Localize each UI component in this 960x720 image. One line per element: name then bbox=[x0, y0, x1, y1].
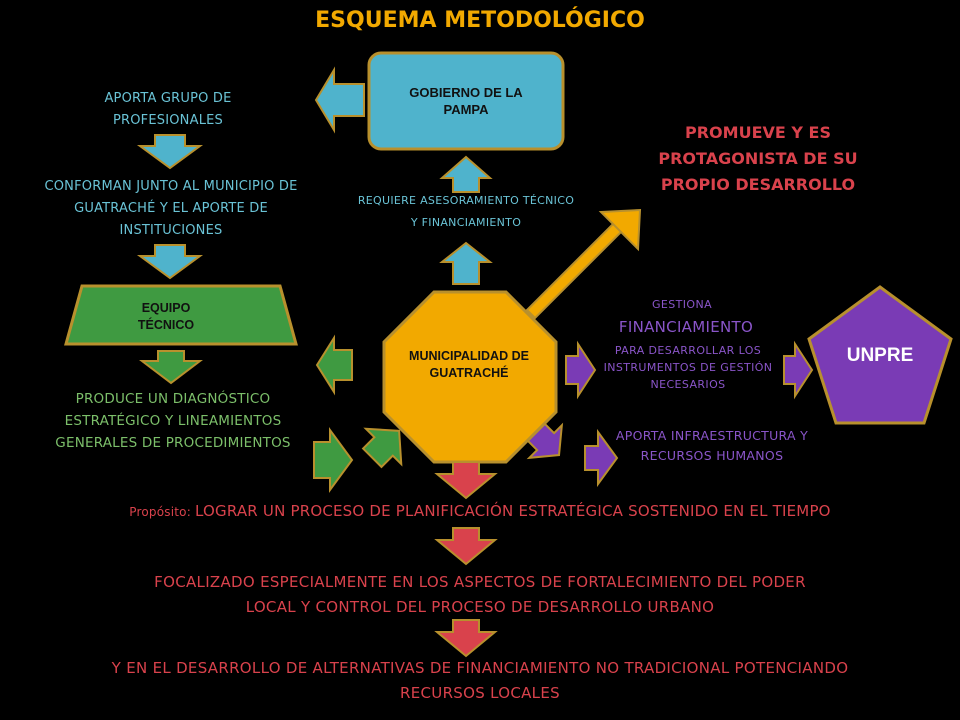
desarrollo-text: Y EN EL DESARROLLO DE ALTERNATIVAS DE FI… bbox=[111, 659, 849, 702]
focalizado-text: FOCALIZADO ESPECIALMENTE EN LOS ASPECTOS… bbox=[154, 573, 806, 616]
conforman-text: CONFORMAN JUNTO AL MUNICIPIO DE GUATRACH… bbox=[44, 179, 298, 238]
aporta-grupo-text: APORTA GRUPO DE PROFESIONALES bbox=[104, 91, 232, 128]
green-arrow-left bbox=[315, 334, 353, 396]
para-desarrollar-text: PARA DESARROLLAR LOS INSTRUMENTOS DE GES… bbox=[603, 344, 773, 391]
green-arrow-diagonal bbox=[361, 427, 403, 469]
promueve-arrow bbox=[525, 208, 642, 320]
red-arrow-down-2 bbox=[434, 527, 498, 566]
gobierno-label: GOBIERNO DE LA PAMPA bbox=[409, 85, 523, 117]
blue-arrow-down-1 bbox=[136, 134, 204, 170]
produce-text: PRODUCE UN DIAGNÓSTICO ESTRATÉGICO Y LIN… bbox=[55, 391, 291, 451]
purple-arrow-right-1 bbox=[565, 340, 597, 400]
green-arrow-right bbox=[313, 426, 354, 494]
blue-arrow-up-1 bbox=[439, 155, 493, 193]
requiere-text: REQUIERE ASESORAMIENTO TÉCNICO Y FINANCI… bbox=[357, 194, 575, 229]
purpose-text: LOGRAR UN PROCESO DE PLANIFICACIÓN ESTRA… bbox=[194, 502, 831, 520]
unpre-pentagon bbox=[807, 285, 953, 425]
equipo-box bbox=[64, 284, 298, 346]
blue-arrow-down-2 bbox=[136, 244, 204, 280]
green-arrow-down bbox=[139, 350, 203, 385]
promueve-text: PROMUEVE Y ES PROTAGONISTA DE SU PROPIO … bbox=[658, 123, 858, 194]
red-arrow-down-3 bbox=[434, 619, 498, 658]
unpre-label: UNPRE bbox=[846, 345, 914, 366]
purpose-line: Propósito: LOGRAR UN PROCESO DE PLANIFIC… bbox=[0, 502, 960, 520]
municipalidad-octagon bbox=[382, 290, 558, 464]
blue-arrow-left bbox=[314, 66, 365, 134]
gestiona-text: GESTIONA bbox=[651, 298, 713, 311]
gobierno-box bbox=[367, 51, 565, 151]
purple-arrow-right-2 bbox=[783, 340, 814, 400]
red-arrow-down-1 bbox=[434, 461, 498, 500]
equipo-label: EQUIPO TÉCNICO bbox=[137, 301, 195, 332]
financiamiento-text: FINANCIAMIENTO bbox=[618, 318, 754, 336]
blue-arrow-up-2 bbox=[439, 241, 493, 285]
municipalidad-label: MUNICIPALIDAD DE GUATRACHÉ bbox=[409, 349, 529, 380]
aporta-infra-text: APORTA INFRAESTRUCTURA Y RECURSOS HUMANO… bbox=[615, 428, 809, 463]
purple-arrow-right-3 bbox=[584, 428, 619, 488]
page-title: ESQUEMA METODOLÓGICO bbox=[315, 8, 645, 33]
purpose-prefix: Propósito: bbox=[129, 505, 195, 519]
purple-arrow-diagonal bbox=[526, 422, 564, 460]
